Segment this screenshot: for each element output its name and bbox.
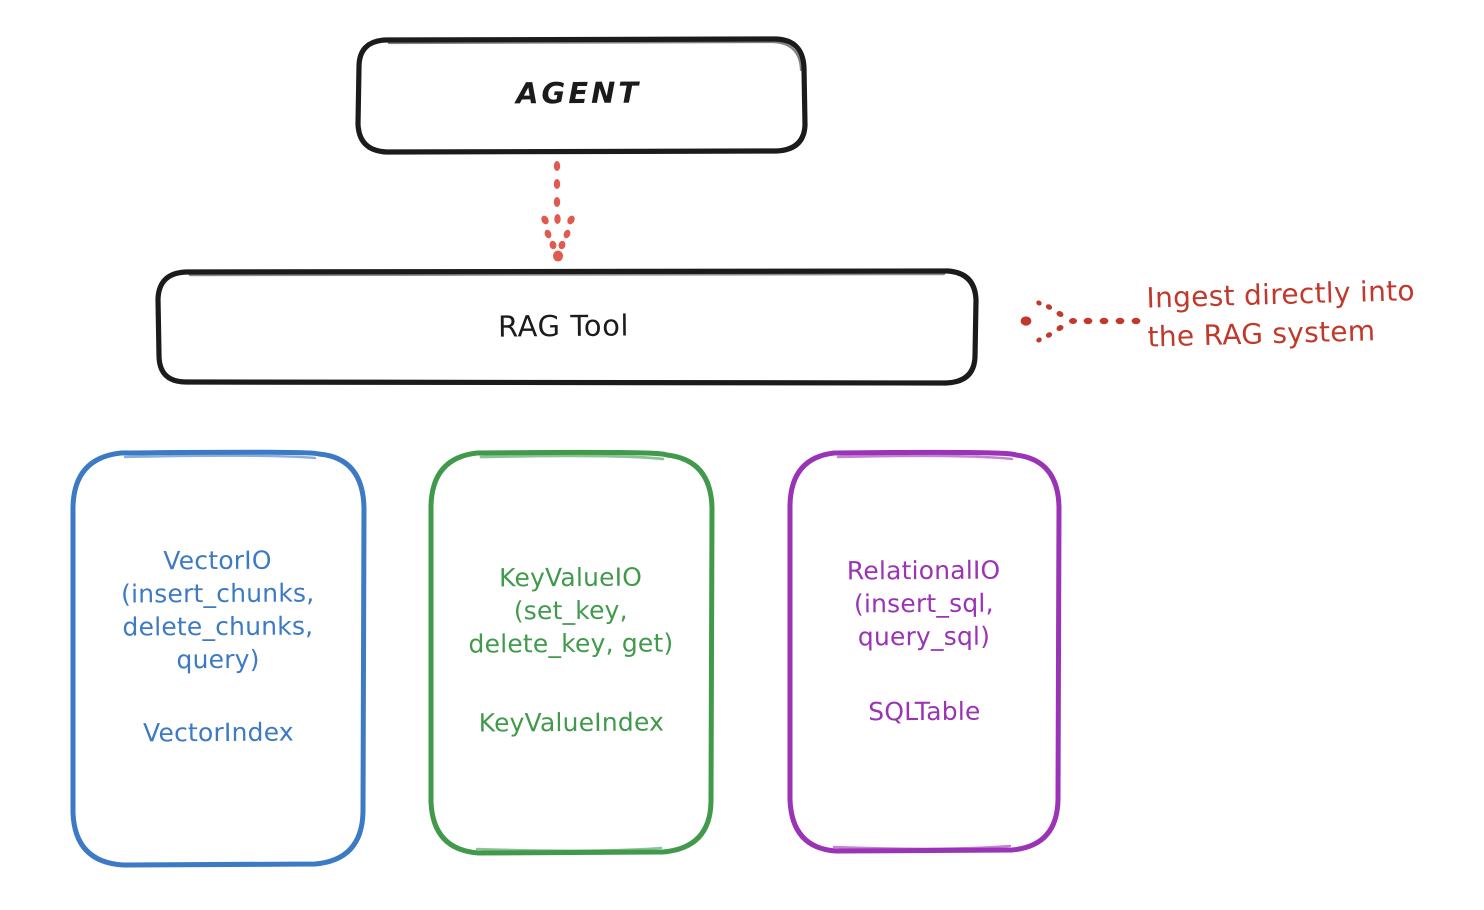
ingest-annotation-text: Ingest directly into the RAG system [1146,274,1416,354]
node-vector-io-index: VectorIndex [143,717,294,747]
node-key-value-io-api: KeyValueIO (set_key, delete_key, get) [468,562,674,659]
node-agent[interactable]: AGENT [355,36,808,155]
edge-agent-to-rag-tool [541,161,575,262]
node-rag-tool-label: RAG Tool [498,307,630,344]
node-relational-io-api: RelationalIO (insert_sql, query_sql) [846,555,1001,652]
node-relational-io-content: RelationalIO (insert_sql, query_sql) SQL… [786,553,1063,727]
node-vector-io-content: VectorIO (insert_chunks, delete_chunks, … [68,543,367,748]
node-vector-io-api: VectorIO (insert_chunks, delete_chunks, … [121,545,315,674]
node-rag-tool[interactable]: RAG Tool [155,268,979,386]
node-relational-io[interactable]: RelationalIO (insert_sql, query_sql) SQL… [786,449,1063,854]
ingest-annotation-arrow-icon [1020,300,1141,343]
node-vector-io[interactable]: VectorIO (insert_chunks, delete_chunks, … [68,449,367,868]
node-key-value-io[interactable]: KeyValueIO (set_key, delete_key, get) Ke… [427,449,716,856]
node-key-value-io-content: KeyValueIO (set_key, delete_key, get) Ke… [427,560,716,738]
node-relational-io-index: SQLTable [868,696,981,727]
node-agent-label: AGENT [516,75,642,111]
node-key-value-io-index: KeyValueIndex [478,707,665,738]
